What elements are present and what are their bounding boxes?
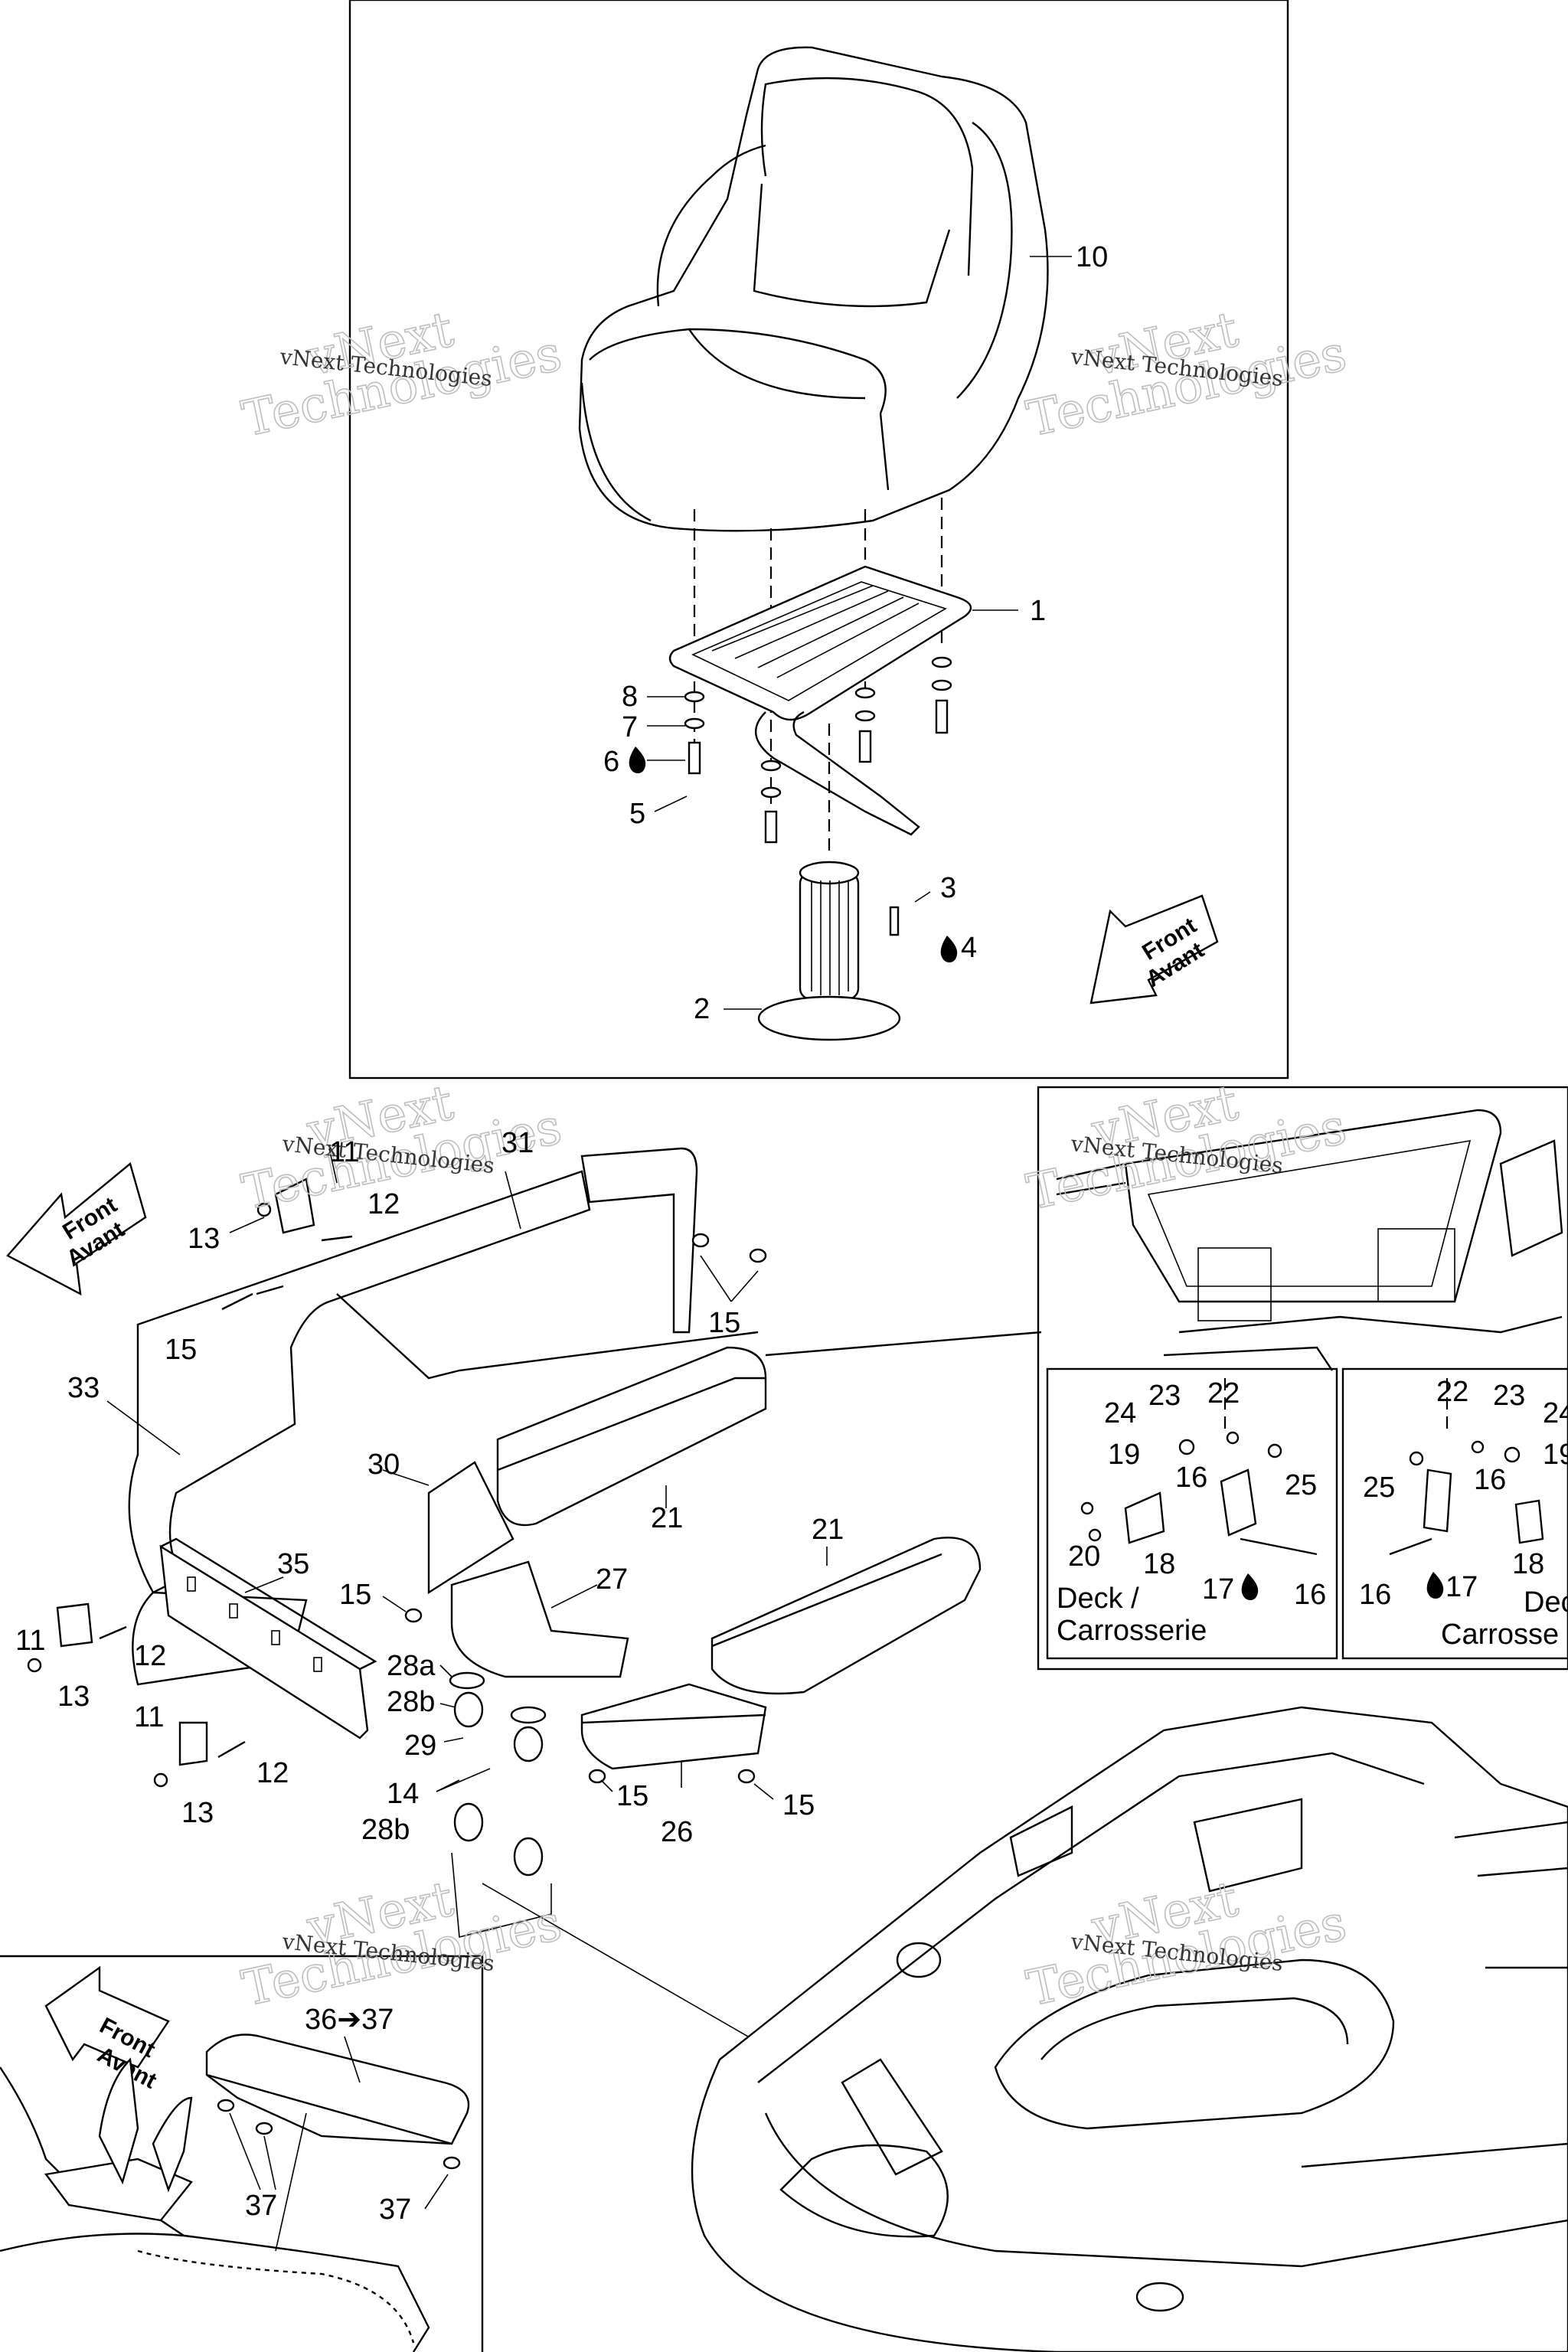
callout-12: 12 xyxy=(256,1757,289,1789)
callout-18: 18 xyxy=(1143,1548,1175,1580)
deck-caption-right-1: Dec xyxy=(1524,1586,1568,1619)
callout-15: 15 xyxy=(339,1579,371,1611)
cushion-27 xyxy=(450,1560,629,1678)
callout-13: 13 xyxy=(188,1223,220,1255)
callout-3: 3 xyxy=(940,872,956,904)
seat-leader-lines xyxy=(647,256,1072,1010)
callout-11: 11 xyxy=(15,1625,45,1657)
cushion-30 xyxy=(427,1461,514,1595)
callout-16: 16 xyxy=(1474,1464,1506,1496)
callout-7: 7 xyxy=(622,711,638,743)
callout-16: 16 xyxy=(1359,1579,1391,1611)
cushion-21-upper xyxy=(496,1346,767,1527)
bench-front-35 xyxy=(159,1537,377,1740)
callout-16: 16 xyxy=(1175,1462,1207,1494)
callout-15: 15 xyxy=(708,1307,740,1339)
front-arrow-left: Front Avant xyxy=(6,1161,147,1296)
callout-19: 19 xyxy=(1543,1439,1568,1471)
detail-right-box xyxy=(1341,1367,1568,1660)
callout-22: 22 xyxy=(1436,1376,1468,1408)
seat-hardware xyxy=(684,656,952,936)
callout-24: 24 xyxy=(1104,1397,1136,1429)
callout-16: 16 xyxy=(1294,1579,1326,1611)
callout-19: 19 xyxy=(1108,1439,1140,1471)
callout-13: 13 xyxy=(57,1681,90,1713)
callout-35: 35 xyxy=(277,1548,309,1580)
callout-18: 18 xyxy=(1512,1548,1544,1580)
boat-hull xyxy=(691,1706,1568,2352)
callout-1: 1 xyxy=(1030,595,1046,627)
callout-15: 15 xyxy=(165,1334,197,1366)
cushion-26 xyxy=(580,1683,767,1770)
callout-30: 30 xyxy=(368,1449,400,1481)
console-leader-lines xyxy=(229,2036,449,2252)
clip-hardware xyxy=(27,1178,767,1788)
cushion-21-lower xyxy=(710,1537,982,1695)
callout-14: 14 xyxy=(387,1778,419,1810)
callout-25: 25 xyxy=(1363,1472,1395,1504)
front-arrow-console: Front Avant xyxy=(44,1965,170,2094)
callout-22: 22 xyxy=(1207,1377,1240,1410)
callout-10: 10 xyxy=(1076,241,1108,273)
callout-36-37: 36➔37 xyxy=(305,2004,394,2036)
seat-panel-frame xyxy=(348,0,1289,1080)
callout-4: 4 xyxy=(961,932,977,964)
callout-17: 17 xyxy=(1446,1571,1478,1603)
middle-leader-lines xyxy=(106,1148,1042,2145)
callout-12: 12 xyxy=(368,1188,400,1220)
detail-left-box xyxy=(1046,1367,1338,1660)
callout-24: 24 xyxy=(1543,1397,1568,1429)
callout-28b: 28b xyxy=(361,1814,410,1846)
callout-11: 11 xyxy=(134,1701,164,1733)
deck-caption-right-2: Carrosse xyxy=(1441,1619,1559,1651)
callout-28b: 28b xyxy=(387,1686,435,1718)
callout-29: 29 xyxy=(404,1730,436,1762)
callout-20: 20 xyxy=(1068,1540,1100,1573)
callout-23: 23 xyxy=(1148,1380,1181,1412)
callout-23: 23 xyxy=(1493,1380,1525,1412)
callout-labels: 10 1 8 7 6 5 3 4 2 11 31 12 13 15 15 33 … xyxy=(15,241,1568,2226)
deck-caption-left-1: Deck / xyxy=(1057,1583,1139,1615)
callout-37: 37 xyxy=(379,2194,411,2226)
callout-13: 13 xyxy=(181,1797,214,1829)
detail-panel-frame xyxy=(1037,1086,1568,1671)
callout-37: 37 xyxy=(245,2190,277,2222)
adhesive-drop-icons xyxy=(629,746,1444,1600)
hinge-details xyxy=(1080,1378,1544,1556)
console-illustration xyxy=(0,2034,470,2352)
callout-17: 17 xyxy=(1202,1573,1234,1606)
callout-5: 5 xyxy=(629,798,645,830)
cupholders-28 xyxy=(449,1671,552,1939)
callout-31: 31 xyxy=(501,1127,534,1159)
callout-26: 26 xyxy=(661,1816,693,1848)
callout-33: 33 xyxy=(67,1372,100,1404)
deck-captions: Deck / Carrosserie Dec Carrosse xyxy=(1057,1583,1568,1651)
callout-8: 8 xyxy=(622,681,638,713)
callout-15: 15 xyxy=(616,1780,648,1812)
drop-icon xyxy=(1426,1572,1444,1599)
callout-11: 11 xyxy=(329,1136,359,1168)
callout-12: 12 xyxy=(134,1640,166,1672)
detail-hull-view xyxy=(1056,1109,1563,1371)
console-panel-frame xyxy=(0,1955,484,2352)
callout-6: 6 xyxy=(603,746,619,778)
drop-icon xyxy=(940,936,958,962)
drop-icon xyxy=(629,746,646,773)
callout-27: 27 xyxy=(596,1563,628,1596)
callout-15: 15 xyxy=(782,1789,815,1821)
seat-pedestal xyxy=(757,861,901,1041)
callout-21: 21 xyxy=(651,1502,683,1534)
front-arrow-top: Front Avant xyxy=(1089,894,1219,1004)
seat-slide-plate xyxy=(668,565,972,836)
callout-2: 2 xyxy=(694,993,710,1025)
callout-28a: 28a xyxy=(387,1650,436,1682)
callout-21: 21 xyxy=(812,1514,844,1546)
drop-icon xyxy=(1241,1573,1259,1600)
callout-25: 25 xyxy=(1285,1469,1317,1501)
deck-caption-left-2: Carrosserie xyxy=(1057,1615,1207,1647)
seat-illustration xyxy=(578,46,1049,532)
